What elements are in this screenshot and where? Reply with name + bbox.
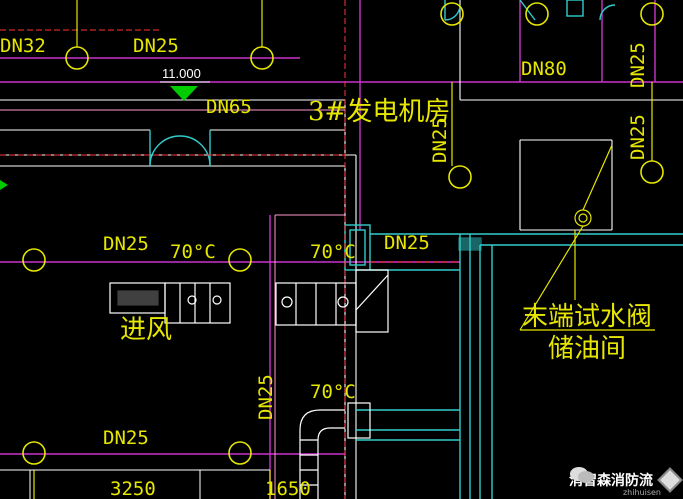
label-dn25-mid-left: DN25 (103, 233, 149, 255)
label-dn65: DN65 (206, 96, 252, 118)
pink-lines (0, 109, 345, 499)
label-dn25-left-vertical: DN25 (255, 374, 277, 420)
label-intake: 进风 (120, 315, 172, 345)
watermark-sub: zhihuisen (622, 488, 661, 497)
label-dn25-top: DN25 (133, 35, 179, 57)
label-dn25-mid-right: DN25 (384, 232, 430, 254)
elevation-marker-left-icon (0, 180, 8, 190)
room-outline (0, 469, 270, 499)
watermark: 消智森消防流 zhihuisen (569, 465, 683, 497)
label-dn25-center-v1: DN25 (429, 117, 451, 163)
label-end-test-valve: 末端试水阀 (522, 302, 652, 332)
label-dn25-bottom: DN25 (103, 427, 149, 449)
label-dn25-right-v1: DN25 (627, 42, 649, 88)
label-dn80: DN80 (521, 58, 567, 80)
red-lines (0, 0, 460, 499)
label-temp-2: 70°C (310, 241, 356, 263)
valve-leader (519, 144, 655, 331)
wechat-icon (570, 467, 594, 483)
elevation-marker-icon (170, 86, 198, 101)
intake-louver (109, 282, 231, 324)
label-elevation: 11.000 (162, 66, 201, 81)
label-oil-storage: 储油间 (548, 334, 626, 364)
label-dn25-right-v2: DN25 (627, 114, 649, 160)
watermark-logo-icon (657, 467, 683, 493)
label-dim-1650: 1650 (265, 478, 311, 499)
label-temp-1: 70°C (170, 241, 216, 263)
label-dn32-top: DN32 (0, 35, 46, 57)
sprinkler-heads (22, 2, 664, 465)
label-temp-3: 70°C (310, 381, 356, 403)
label-room-generator: 3#发电机房 (308, 97, 450, 127)
label-dim-3250: 3250 (110, 478, 156, 499)
fan-units (275, 269, 389, 499)
pipe-drops (33, 0, 653, 499)
